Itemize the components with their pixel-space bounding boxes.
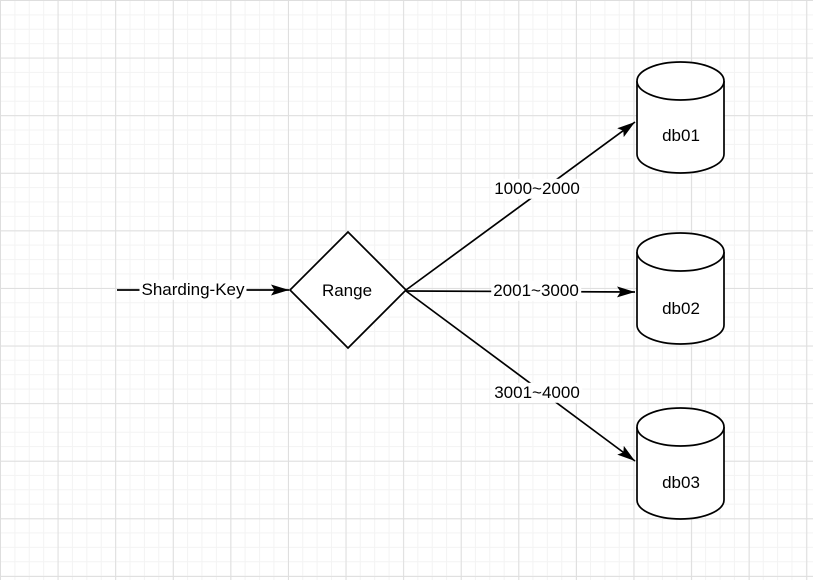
db01-cylinder-body [636,81,725,174]
db03-cylinder-body [636,427,725,520]
db01-cylinder-top [636,61,725,101]
db02-cylinder-body [636,252,725,345]
decision-label: Range [321,280,373,300]
db02-cylinder-top [636,232,725,272]
db03-cylinder-top [636,407,725,447]
decision-diamond [288,230,408,350]
db02-label: db02 [662,298,700,318]
input-edge-label: Sharding-Key [139,279,247,301]
edge-label-db03: 3001~4000 [492,382,582,404]
db02-cylinder [636,232,725,345]
db01-cylinder [636,61,725,174]
db01-label: db01 [662,125,700,145]
db03-cylinder [636,407,725,520]
db03-label: db03 [662,472,700,492]
edge-range-db03-line [405,290,636,462]
edge-range-db01-line [405,121,636,291]
edge-label-db01: 1000~2000 [492,178,582,200]
edge-label-db02: 2001~3000 [491,280,581,302]
